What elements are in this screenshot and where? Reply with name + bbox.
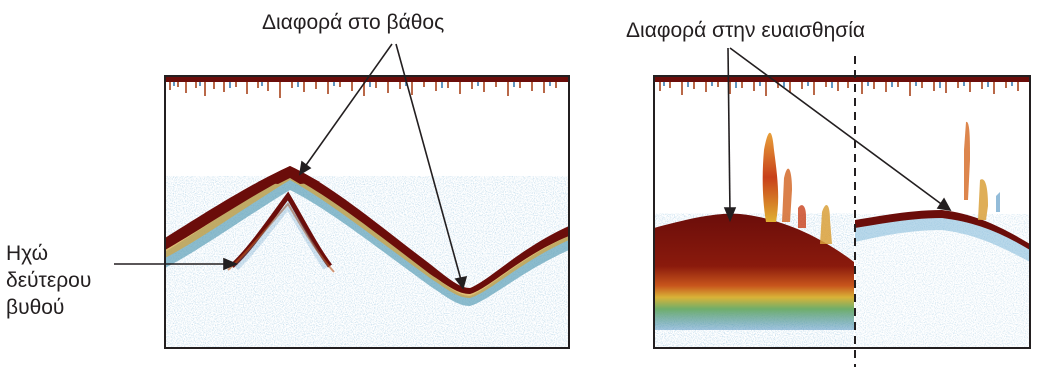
second-bottom-echo-label-line-2: δεύτερου	[6, 269, 92, 292]
sensitivity-arrowhead-1	[723, 207, 737, 223]
depth-arrow-1	[303, 43, 393, 169]
right-echogram	[654, 76, 1030, 96]
depth-arrowhead-1	[298, 160, 312, 176]
right-echogram-frame	[653, 75, 1031, 349]
sensitivity-arrowhead-2	[936, 197, 952, 212]
depth-difference-label: Διαφορά στο βάθος	[262, 11, 445, 34]
low-sensitivity-section	[855, 121, 1030, 348]
callout-arrows	[114, 43, 952, 290]
depth-arrow-2	[395, 43, 462, 281]
left-echogram-frame	[164, 75, 570, 349]
second-bottom-echo-label-line-3: βυθού	[6, 296, 65, 319]
sensitivity-arrow-1	[727, 47, 731, 215]
left-echogram	[165, 76, 569, 348]
sensitivity-arrow-2	[729, 47, 945, 207]
sensitivity-difference-label: Διαφορά στην ευαισθησία	[626, 19, 866, 42]
second-echo-arrowhead	[223, 257, 239, 271]
high-sensitivity-section	[654, 132, 854, 348]
second-bottom-echo-label: Ηχώ δεύτερου βυθού	[6, 240, 91, 321]
depth-arrowhead-2	[454, 275, 468, 290]
second-bottom-echo-label-line-1: Ηχώ	[6, 242, 49, 265]
